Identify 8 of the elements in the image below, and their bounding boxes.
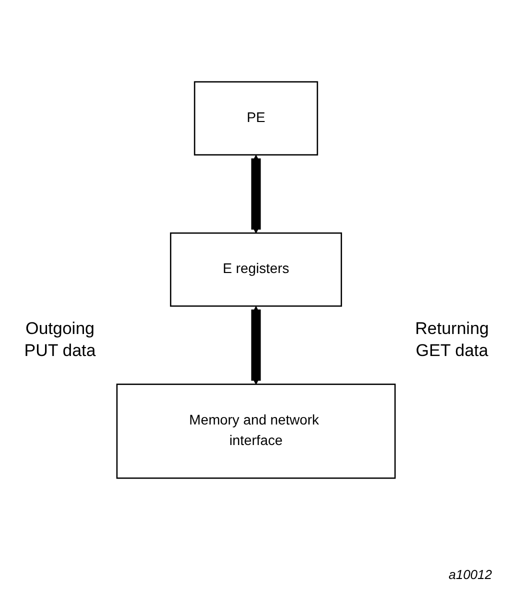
node-box: E registers — [170, 232, 342, 307]
node-box: PE — [194, 81, 318, 156]
arrow — [251, 154, 261, 234]
node-box: Memory and network interface — [116, 384, 396, 479]
figure-id: a10012 — [448, 567, 492, 582]
arrow — [251, 306, 261, 385]
edge-note: Returning GET data — [414, 318, 490, 362]
edge-note: Outgoing PUT data — [23, 318, 97, 362]
